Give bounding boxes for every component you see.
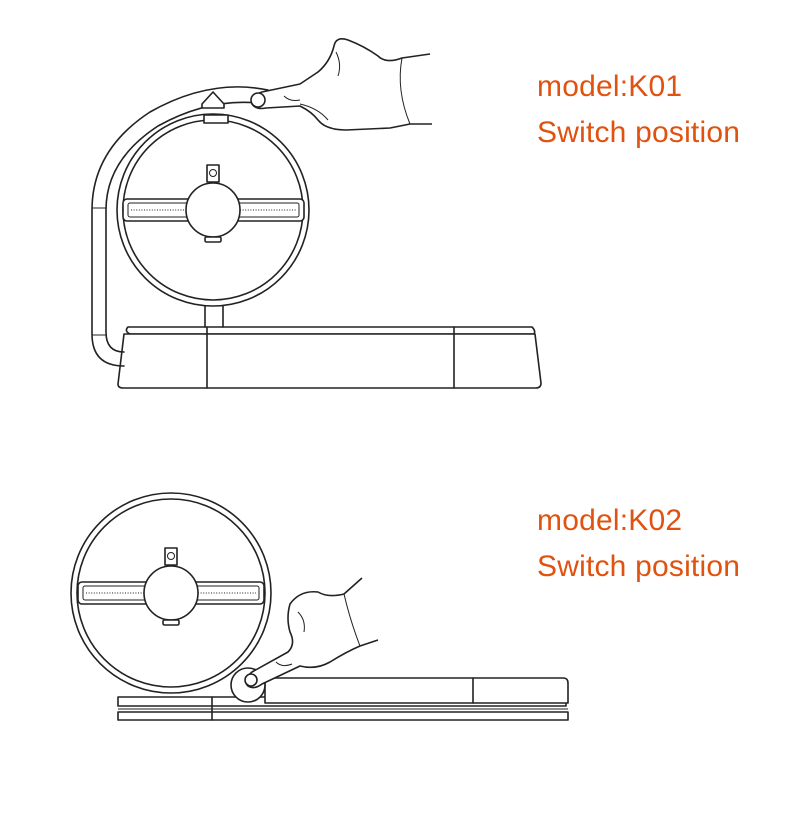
k01-switch <box>201 91 229 124</box>
k02-reel <box>70 492 272 694</box>
k01-hand <box>250 38 432 131</box>
k02-base <box>117 677 569 721</box>
figure-k01-label: model:K01 Switch position <box>537 64 740 156</box>
model-k01-text: model:K01 <box>537 70 683 103</box>
k02-hand <box>244 577 379 689</box>
switch-position-k01-text: Switch position <box>537 116 741 149</box>
k01-base <box>117 326 542 389</box>
k01-reel <box>116 113 310 307</box>
figure-k01-drawing <box>91 38 542 389</box>
switch-position-k02-text: Switch position <box>537 550 741 583</box>
figure-k02-drawing <box>70 492 569 721</box>
model-k02-text: model:K02 <box>537 504 683 537</box>
figure-k02-label: model:K02 Switch position <box>537 498 740 590</box>
